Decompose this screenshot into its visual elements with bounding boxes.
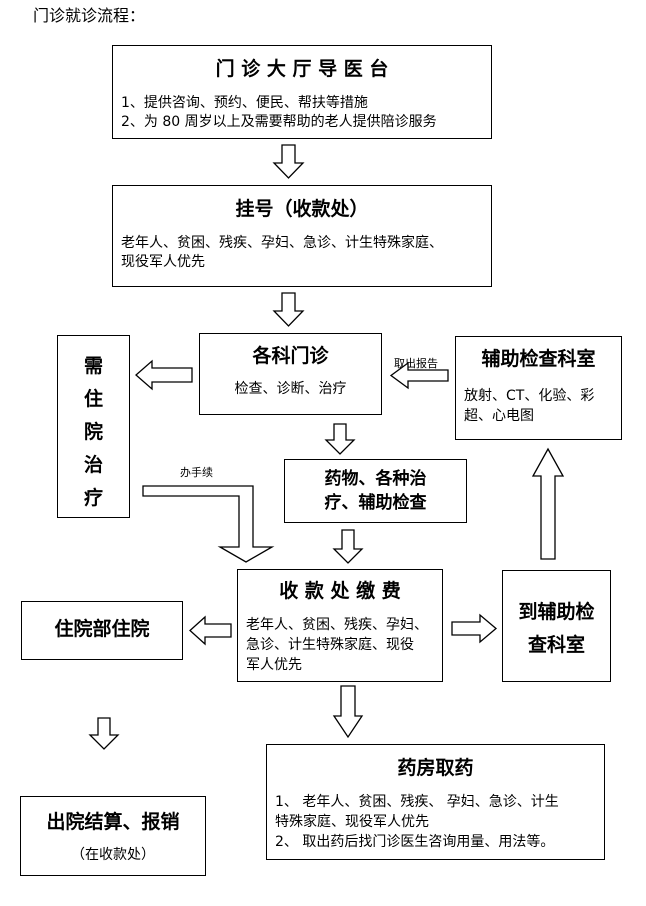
cashier-line-2: 急诊、计生特殊家庭、现役 — [246, 637, 414, 653]
cashier-line-1: 老年人、贫困、残疾、孕妇、 — [246, 617, 428, 633]
medicine-treatment-line-2: 疗、辅助检查 — [324, 493, 427, 513]
to-auxiliary-box: 到辅助检 查科室 — [502, 570, 611, 682]
arrow-guide-to-registration — [272, 144, 305, 179]
need-hospitalization-char-5: 疗 — [83, 487, 103, 509]
to-auxiliary-line-2: 查科室 — [527, 634, 585, 656]
auxiliary-room-title: 辅助检查科室 — [481, 348, 596, 370]
need-hospitalization-char-2: 住 — [83, 388, 103, 410]
discharge-title: 出院结算、报销 — [46, 811, 180, 833]
arrow-to-auxiliary-up — [531, 447, 565, 560]
inpatient-dept-title: 住院部住院 — [54, 618, 150, 640]
inpatient-dept-box: 住院部住院 — [21, 601, 183, 660]
arrow-departments-to-medicine — [324, 423, 356, 455]
pharmacy-title: 药房取药 — [397, 757, 474, 779]
arrow-registration-to-departments — [272, 292, 305, 327]
cashier-box: 收 款 处 缴 费 老年人、贫困、残疾、孕妇、 急诊、计生特殊家庭、现役 军人优… — [237, 569, 443, 682]
auxiliary-room-line-2: 超、心电图 — [464, 408, 534, 424]
auxiliary-room-box: 辅助检查科室 放射、CT、化验、彩 超、心电图 — [455, 336, 622, 440]
guide-desk-box: 门 诊 大 厅 导 医 台 1、提供咨询、预约、便民、帮扶等措施 2、为 80 … — [112, 45, 492, 139]
pharmacy-box: 药房取药 1、 老年人、贫困、残疾、 孕妇、急诊、计生 特殊家庭、现役军人优先 … — [266, 744, 605, 860]
medicine-treatment-line-1: 药物、各种治 — [324, 469, 427, 489]
registration-title: 挂号（收款处） — [235, 198, 369, 220]
cashier-line-3: 军人优先 — [246, 657, 302, 673]
arrow-auxiliary-to-departments — [389, 361, 449, 390]
departments-line-1: 检查、诊断、治疗 — [234, 381, 347, 397]
guide-desk-title: 门 诊 大 厅 导 医 台 — [215, 58, 389, 80]
need-hospitalization-char-4: 治 — [83, 454, 103, 476]
departments-title: 各科门诊 — [252, 345, 329, 367]
medicine-treatment-box: 药物、各种治 疗、辅助检查 — [284, 459, 467, 523]
discharge-subtitle: （在收款处） — [71, 847, 155, 863]
need-hospitalization-char-1: 需 — [83, 355, 103, 377]
arrow-cashier-to-auxiliary — [451, 613, 498, 644]
discharge-box: 出院结算、报销 （在收款处） — [20, 796, 206, 876]
auxiliary-room-line-1: 放射、CT、化验、彩 — [464, 388, 595, 404]
pharmacy-line-1: 1、 老年人、贫困、残疾、 孕妇、急诊、计生 — [275, 794, 559, 810]
procedures-label: 办手续 — [180, 466, 213, 479]
need-hospitalization-box: 需 住 院 治 疗 — [57, 335, 130, 518]
registration-line-2: 现役军人优先 — [121, 254, 205, 270]
arrow-cashier-to-pharmacy — [332, 685, 364, 739]
pharmacy-line-3: 2、 取出药后找门诊医生咨询用量、用法等。 — [275, 834, 555, 850]
pharmacy-line-2: 特殊家庭、现役军人优先 — [275, 814, 429, 830]
departments-box: 各科门诊 检查、诊断、治疗 — [199, 333, 382, 415]
registration-line-1: 老年人、贫困、残疾、孕妇、急诊、计生特殊家庭、 — [121, 235, 443, 251]
arrow-departments-to-need-hosp — [135, 359, 193, 391]
arrow-medicine-to-cashier — [332, 529, 364, 564]
guide-desk-line-1: 1、提供咨询、预约、便民、帮扶等措施 — [121, 95, 368, 111]
arrow-cashier-to-inpatient — [189, 615, 232, 646]
arrow-need-hosp-to-cashier — [142, 485, 275, 563]
cashier-title: 收 款 处 缴 费 — [279, 580, 401, 602]
to-auxiliary-line-1: 到辅助检 — [518, 601, 595, 623]
guide-desk-line-2: 2、为 80 周岁以上及需要帮助的老人提供陪诊服务 — [121, 114, 437, 130]
page-title: 门诊就诊流程： — [33, 6, 146, 25]
need-hospitalization-char-3: 院 — [83, 421, 103, 443]
arrow-inpatient-to-discharge — [88, 717, 120, 750]
registration-box: 挂号（收款处） 老年人、贫困、残疾、孕妇、急诊、计生特殊家庭、 现役军人优先 — [112, 185, 492, 287]
